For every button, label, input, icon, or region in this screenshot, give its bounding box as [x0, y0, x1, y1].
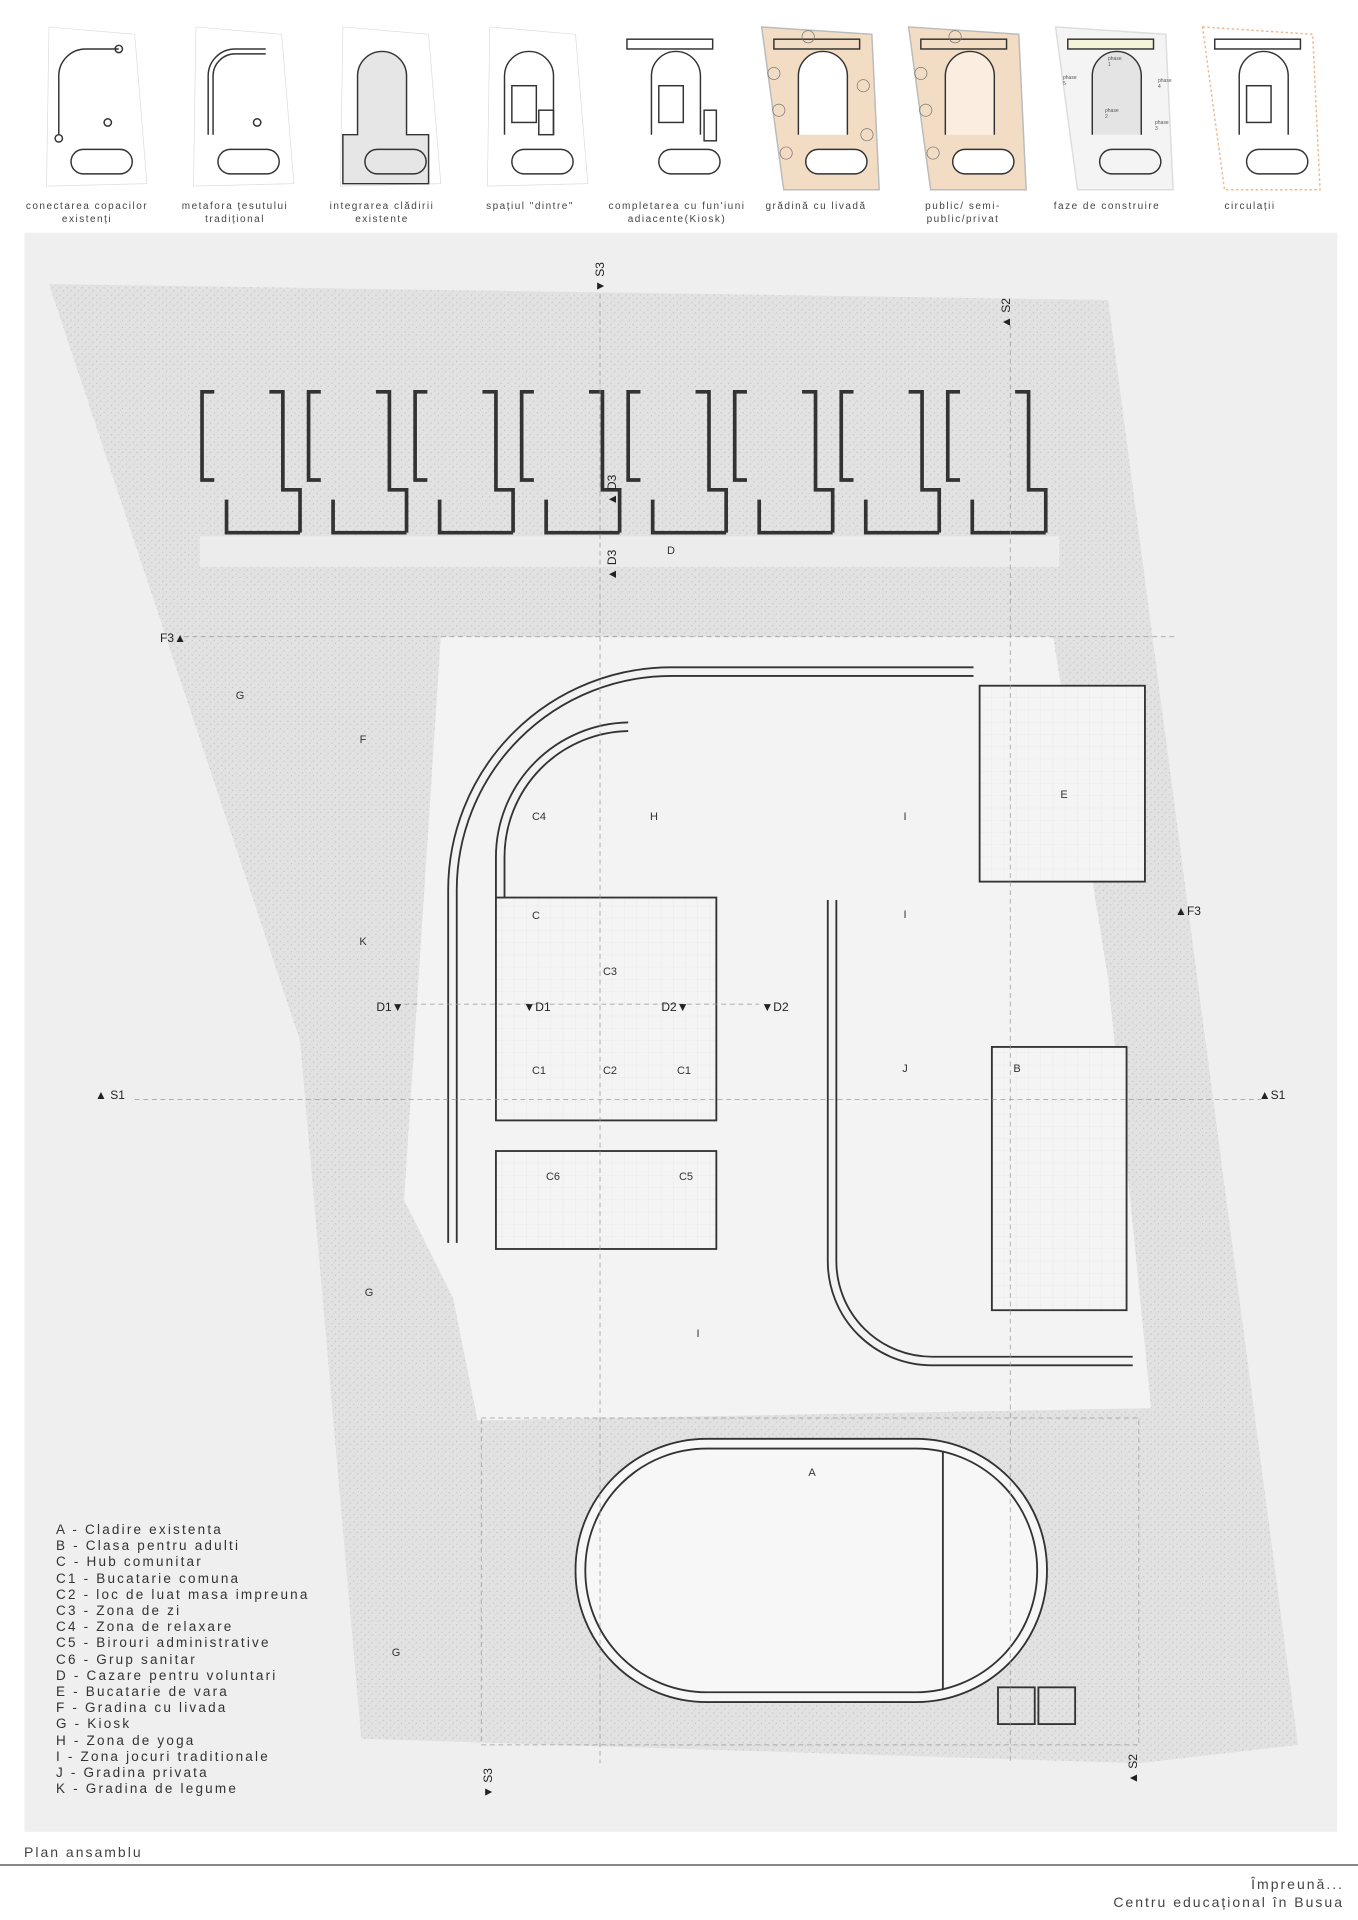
phase-label: phase 1 — [1108, 56, 1122, 68]
section-mark-d3: ▲ D3 — [605, 549, 619, 581]
drawing-title: Plan ansamblu — [24, 1844, 143, 1860]
project-title: Împreună... — [1251, 1876, 1344, 1892]
caption-9: circulații — [1224, 201, 1276, 212]
caption-4: spațiul "dintre" — [486, 201, 574, 212]
zone-label-g: G — [391, 1647, 401, 1659]
dorm-unit — [519, 390, 622, 535]
legend-item: A - Cladire existenta — [56, 1522, 224, 1537]
thumb-7 — [907, 26, 1027, 191]
legend-item: C6 - Grup sanitar — [56, 1651, 197, 1667]
dormitory-row-d — [200, 390, 1048, 535]
caption-2: metafora țesutului tradițional — [181, 201, 289, 225]
legend-item: C4 - Zona de relaxare — [56, 1619, 234, 1635]
thumb-8 — [1054, 26, 1174, 191]
caption-1: conectarea copacilor existenți — [25, 201, 149, 225]
caption-6: grădină cu livadă — [765, 201, 867, 212]
legend-item: B - Clasa pentru adulti — [56, 1538, 241, 1554]
section-mark-f3: F3▲ — [160, 631, 186, 645]
zone-label-c5: C5 — [678, 1171, 694, 1183]
legend-item: C1 - Bucatarie comuna — [56, 1570, 241, 1586]
phase-label: phase 5 — [1063, 75, 1077, 87]
thumb-6 — [760, 26, 880, 191]
dorm-unit — [839, 390, 942, 535]
zone-label-g: G — [364, 1287, 374, 1299]
legend-item: E - Bucatarie de vara — [56, 1684, 230, 1700]
section-mark-s1: ▲S1 — [1258, 1088, 1286, 1102]
zone-label-c6: C6 — [545, 1171, 561, 1183]
project-subtitle: Centru educațional în Busua — [1113, 1894, 1344, 1910]
phase-label: phase 4 — [1158, 78, 1172, 90]
phase-label: phase 3 — [1155, 120, 1169, 132]
dorm-unit — [413, 390, 515, 535]
zone-label-g: G — [235, 690, 245, 702]
legend-item: F - Gradina cu livada — [56, 1700, 228, 1716]
concept-thumbnails — [46, 26, 1321, 191]
legend-item: J - Gradina privata — [56, 1765, 209, 1781]
zone-label-h: H — [650, 811, 658, 823]
zone-label-c4: C4 — [531, 811, 547, 823]
zone-label-i: I — [903, 811, 907, 823]
legend-item: K - Gradina de legume — [56, 1781, 239, 1797]
zone-label-d: D — [667, 545, 675, 557]
caption-7: public/ semi-public/privat — [925, 201, 1001, 225]
dorm-unit — [626, 390, 728, 535]
section-mark-d2: D2▼ — [661, 1000, 689, 1014]
legend-item: C5 - Birouri administrative — [56, 1635, 271, 1651]
zone-label-b: B — [1013, 1063, 1021, 1075]
section-mark-s2: ▲ S2 — [1126, 1754, 1140, 1784]
zone-label-c1: C1 — [531, 1065, 547, 1077]
caption-5: completarea cu fun'iuni adiacente(Kiosk) — [608, 201, 746, 225]
project-title-block: Împreună... Centru educațional în Busua — [1113, 1875, 1344, 1911]
divider — [0, 1864, 1358, 1866]
section-mark-s3: ▼ S3 — [593, 262, 607, 292]
zone-label-c: C — [532, 910, 540, 922]
dorm-unit — [306, 390, 409, 535]
legend-item: I - Zona jocuri traditionale — [56, 1748, 270, 1764]
zone-label-k: K — [359, 936, 367, 948]
dashed-axes — [134, 293, 1262, 1764]
section-mark-d1: ▼D1 — [523, 1000, 551, 1014]
zone-label-e: E — [1060, 789, 1068, 801]
dorm-unit — [200, 390, 302, 535]
legend-item: C - Hub comunitar — [56, 1554, 203, 1570]
community-hub-c — [447, 666, 1146, 1725]
thumb-4 — [486, 26, 589, 187]
thumb-5 — [626, 38, 721, 175]
zone-label-c1: C1 — [676, 1065, 692, 1077]
zone-label-f: F — [359, 734, 367, 746]
thumb-3 — [340, 26, 442, 187]
section-mark-s1: ▲ S1 — [95, 1088, 125, 1102]
thumb-9 — [1201, 26, 1321, 191]
caption-3: integrarea clădirii existente — [329, 201, 435, 225]
zone-label-c2: C2 — [602, 1065, 618, 1077]
thumb-2 — [193, 26, 295, 187]
dorm-unit — [732, 390, 835, 535]
phase-label: phase 2 — [1105, 108, 1119, 120]
zone-label-j: J — [902, 1063, 908, 1075]
section-mark-d3: ▲ D3 — [605, 474, 619, 506]
section-mark-s2: ▲ S2 — [999, 298, 1013, 328]
legend-item: H - Zona de yoga — [56, 1732, 196, 1748]
caption-8: faze de construire — [1053, 201, 1161, 212]
zone-label-a: A — [808, 1467, 816, 1479]
thumb-1 — [46, 26, 148, 187]
section-mark-s3: ▼ S3 — [481, 1768, 495, 1798]
dorm-unit — [945, 390, 1048, 535]
zone-label-c3: C3 — [602, 966, 618, 978]
legend-item: C2 - loc de luat masa impreuna — [56, 1586, 310, 1602]
zone-label-i: I — [696, 1328, 700, 1340]
section-mark-f3: ▲F3 — [1175, 904, 1201, 918]
section-mark-d2: ▼D2 — [761, 1000, 789, 1014]
legend-item: G - Kiosk — [56, 1716, 132, 1732]
legend: A - Cladire existenta B - Clasa pentru a… — [56, 1522, 310, 1797]
legend-item: C3 - Zona de zi — [56, 1603, 182, 1619]
section-mark-d1: D1▼ — [376, 1000, 404, 1014]
legend-item: D - Cazare pentru voluntari — [56, 1667, 278, 1683]
zone-label-i: I — [903, 909, 907, 921]
